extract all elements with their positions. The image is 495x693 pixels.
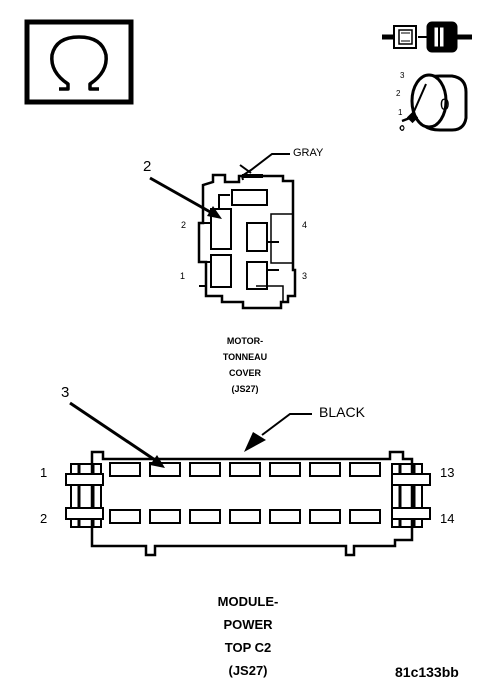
- caption-line: (JS27): [231, 384, 259, 394]
- caption-line: (JS27): [228, 663, 268, 678]
- bottom-connector-pin-14: 14: [440, 511, 455, 526]
- caption-line: COVER: [228, 368, 261, 378]
- caption-line: MODULE-: [217, 594, 279, 609]
- module-power-connector: [65, 450, 431, 557]
- black-wire-leader: [244, 413, 312, 452]
- motor-tonneau-connector: [197, 153, 297, 310]
- caption-line: TOP C2: [224, 640, 272, 655]
- bottom-connector-caption: MODULE- POWER TOP C2 (JS27): [168, 590, 328, 682]
- ignition-position-0: 0: [400, 124, 405, 133]
- top-connector-pin-2: 2: [181, 220, 187, 230]
- callout-2: 2: [143, 158, 152, 175]
- ignition-key-label: 0: [440, 95, 450, 114]
- caption-line: TONNEAU: [222, 352, 268, 362]
- ignition-position-3: 3: [400, 71, 405, 80]
- bottom-connector-pin-2: 2: [40, 511, 48, 526]
- callout-3: 3: [61, 384, 70, 401]
- top-connector-pin-3: 3: [302, 271, 308, 281]
- caption-line: POWER: [223, 617, 273, 632]
- top-connector-caption: MOTOR- TONNEAU COVER (JS27): [185, 333, 305, 397]
- bottom-connector-pin-1: 1: [40, 465, 48, 480]
- top-connector-pin-4: 4: [302, 220, 308, 230]
- callout-3-arrow: [69, 401, 165, 468]
- wire-color-black: BLACK: [319, 404, 365, 420]
- ohm-symbol-icon: [24, 19, 134, 105]
- top-connector-pin-1: 1: [180, 271, 186, 281]
- ignition-position-2: 2: [396, 89, 401, 98]
- connector-disconnect-icon: [382, 21, 472, 53]
- ignition-position-1: 1: [398, 108, 403, 117]
- caption-line: MOTOR-: [226, 336, 264, 346]
- ignition-key-icon: [399, 73, 468, 132]
- callout-2-arrow: [149, 176, 222, 219]
- bottom-connector-pin-13: 13: [440, 465, 455, 480]
- figure-id: 81c133bb: [395, 664, 459, 680]
- wire-color-gray: GRAY: [293, 147, 324, 159]
